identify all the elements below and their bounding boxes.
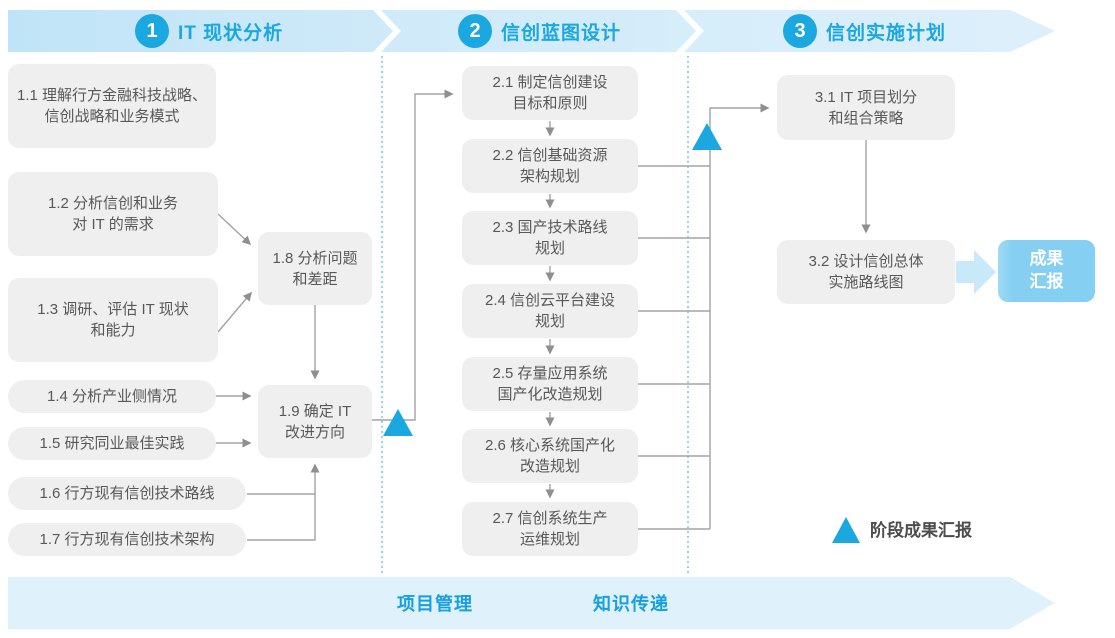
box-1-9: 1.9 确定 IT 改进方向 — [258, 385, 372, 458]
legend-label: 阶段成果汇报 — [870, 521, 972, 540]
box-1-5: 1.5 研究同业最佳实践 — [8, 427, 216, 460]
box-2-2: 2.2 信创基础资源 架构规划 — [462, 139, 638, 193]
box-1-1: 1.1 理解行方金融科技战略、 信创战略和业务模式 — [8, 64, 216, 148]
box-1-7: 1.7 行方现有信创技术架构 — [8, 523, 246, 556]
result-report-box: 成果 汇报 — [998, 240, 1095, 302]
box-2-3: 2.3 国产技术路线 规划 — [462, 211, 638, 265]
phase-2-title: 信创蓝图设计 — [501, 22, 622, 44]
box-2-1: 2.1 制定信创建设 目标和原则 — [462, 66, 638, 120]
phase-3-title: 信创实施计划 — [826, 22, 947, 44]
milestone-triangle-phase-2 — [692, 123, 722, 150]
box-2-6: 2.6 核心系统国产化 改造规划 — [462, 429, 638, 483]
milestone-triangle-phase-1 — [383, 409, 413, 436]
box-1-2: 1.2 分析信创和业务 对 IT 的需求 — [8, 172, 218, 256]
phase-3-band — [684, 10, 1055, 52]
box-3-1: 3.1 IT 项目划分 和组合策略 — [777, 75, 955, 140]
phase-1-title: IT 现状分析 — [178, 22, 284, 44]
box-1-3: 1.3 调研、评估 IT 现状 和能力 — [8, 278, 218, 362]
footer-band: 项目管理 知识传递 — [8, 577, 1055, 629]
box-2-4: 2.4 信创云平台建设 规划 — [462, 284, 638, 338]
phase-2-header: 2 信创蓝图设计 — [458, 10, 621, 52]
connector-collector-to-3-1 — [709, 103, 770, 529]
box-2-5: 2.5 存量应用系统 国产化改造规划 — [462, 357, 638, 411]
footer-project-management-label: 项目管理 — [397, 594, 473, 614]
connector-1-3-to-1-8 — [217, 291, 252, 333]
box-1-8: 1.8 分析问题 和差距 — [258, 232, 372, 305]
phase-3-number-badge: 3 — [783, 14, 817, 48]
phase-2-number-badge: 2 — [458, 14, 492, 48]
phase-1-header: 1 IT 现状分析 — [135, 10, 283, 52]
connector-1-9-to-2-1 — [372, 89, 454, 421]
box-1-6: 1.6 行方现有信创技术路线 — [8, 477, 246, 510]
box-1-4: 1.4 分析产业侧情况 — [8, 380, 216, 413]
phase-1-band — [8, 10, 393, 52]
result-arrow-icon — [956, 250, 996, 294]
box-2-7: 2.7 信创系统生产 运维规划 — [462, 502, 638, 556]
phase-2-band — [381, 10, 696, 52]
connector-1-2-to-1-8 — [217, 213, 252, 246]
phase-3-header: 3 信创实施计划 — [783, 10, 946, 52]
box-3-2: 3.2 设计信创总体 实施路线图 — [777, 240, 955, 304]
footer-knowledge-transfer-label: 知识传递 — [593, 594, 669, 614]
phase-1-number-badge: 1 — [135, 14, 169, 48]
legend-triangle-icon — [832, 517, 860, 543]
connector-1-7-to-1-9 — [247, 463, 320, 541]
